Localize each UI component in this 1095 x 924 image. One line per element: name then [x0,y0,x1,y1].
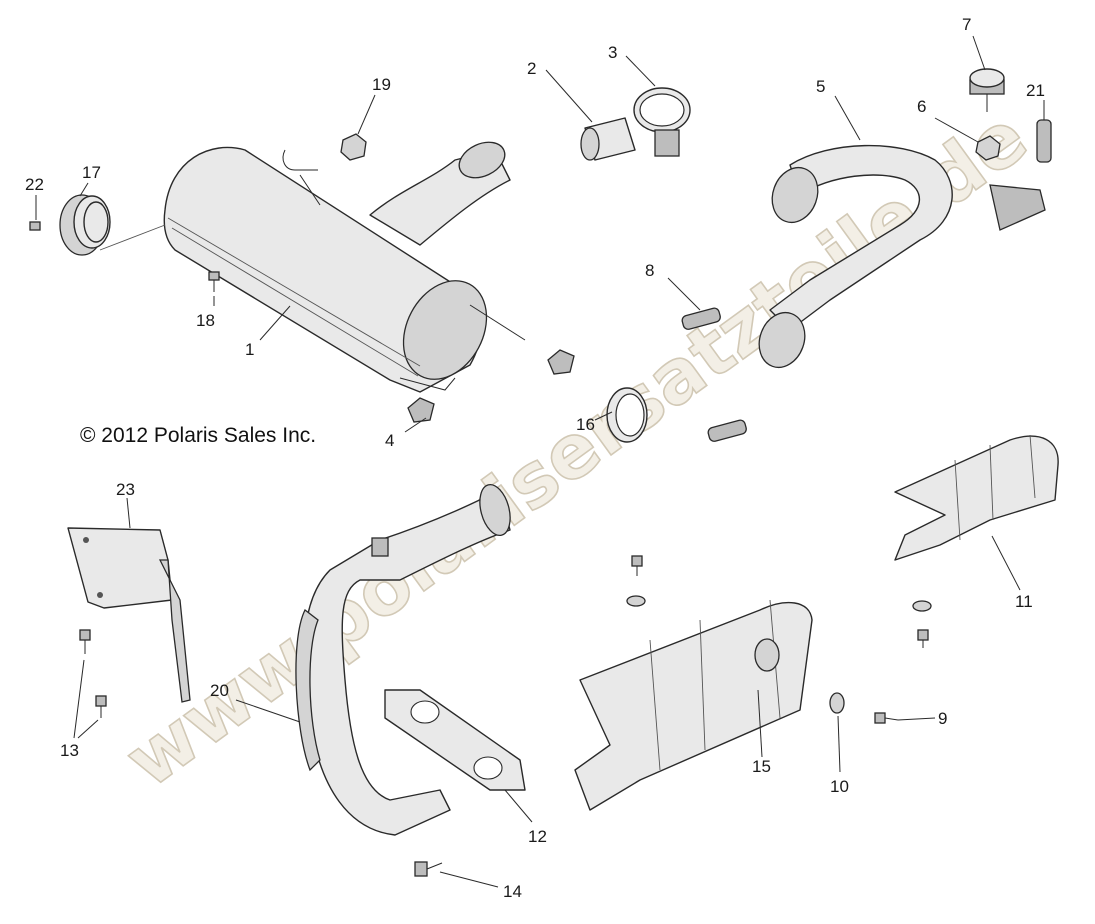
callout-17: 17 [82,163,101,182]
spring-part-8b [707,419,747,442]
muffler-part-1 [163,141,526,393]
callout-3: 3 [608,43,617,62]
screw-part-9 [874,712,899,724]
leader-17 [79,182,89,197]
nut-part-6 [975,135,1001,161]
callout-8: 8 [645,261,654,280]
header-pipe-part-20 [295,483,511,836]
leader-4 [404,417,427,433]
callout-12: 12 [528,827,547,846]
screw-part-18 [208,271,220,292]
callout-22: 22 [25,175,44,194]
leader-1 [259,305,291,341]
screw-washer-15 [626,555,646,607]
spring-part-8 [681,307,721,330]
leader-9 [897,717,936,721]
leader-19 [357,94,376,135]
bumper-part-7 [969,68,1005,112]
leader-10 [837,715,841,773]
callout-21: 21 [1026,81,1045,100]
clamp-part-3 [633,87,691,157]
seal-part-17 [59,194,111,256]
callout-11: 11 [1015,592,1033,611]
heat-shield-part-23 [67,527,191,703]
ring-part-16 [606,387,648,443]
spring-part-21 [1036,119,1052,163]
copyright-text: © 2012 Polaris Sales Inc. [80,424,316,447]
callout-14: 14 [503,882,522,901]
leader-7 [972,35,986,71]
exhaust-pipe-part-5 [758,144,1046,369]
callout-7: 7 [962,15,971,34]
leader-muffler-link [99,224,166,251]
leader-23 [126,497,131,529]
leader-2 [545,69,593,123]
callout-15: 15 [752,757,771,776]
callout-19: 19 [372,75,391,94]
callout-5: 5 [816,77,825,96]
callout-4: 4 [385,431,394,450]
bolt-part-13 [79,629,107,718]
heat-shield-part-15 [574,599,813,811]
callout-16: 16 [576,415,595,434]
callout-13: 13 [60,741,79,760]
leader-12 [504,789,533,823]
nut-part-19 [340,133,367,161]
callout-1: 1 [245,340,254,359]
clip-part-22 [29,221,41,231]
leader-15 [757,689,763,758]
leader-16 [594,411,613,421]
sleeve-part-2 [580,117,636,161]
leader-13a [73,659,85,739]
leader-11 [991,535,1021,591]
callout-18: 18 [196,311,215,330]
leader-20 [235,699,301,723]
leader-14 [439,871,499,888]
callout-23: 23 [116,480,135,499]
leader-13b [77,719,99,739]
callout-9: 9 [938,709,947,728]
callout-6: 6 [917,97,926,116]
callout-10: 10 [830,777,849,796]
heat-shield-part-11 [894,434,1059,561]
gasket-part-12 [384,689,526,791]
bolt-part-14 [414,861,443,877]
washer-part-10 [829,692,845,714]
leader-6 [934,117,979,143]
callout-2: 2 [527,59,536,78]
leader-8 [667,277,701,311]
leader-5 [834,95,861,141]
screw-washer-11 [912,600,932,648]
leader-3 [625,55,656,87]
callout-20: 20 [210,681,229,700]
grommet-part-4 [407,349,575,423]
